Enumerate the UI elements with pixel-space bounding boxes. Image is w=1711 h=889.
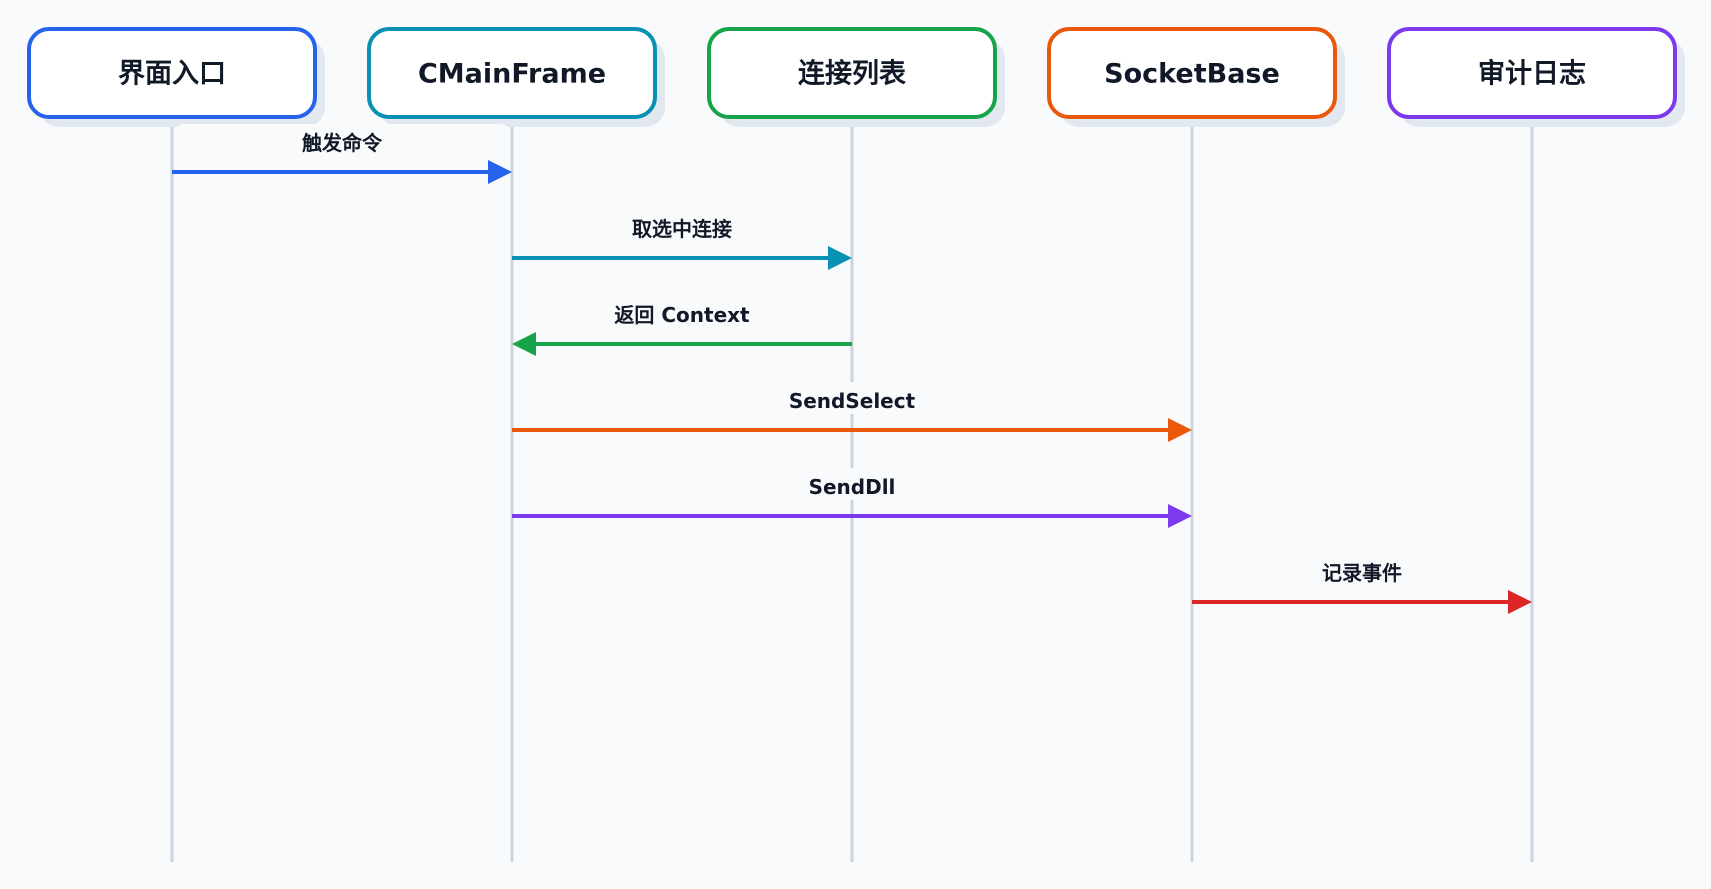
message-label: 返回 Context — [614, 303, 750, 327]
message-arrowhead — [512, 332, 536, 356]
participant-box-audit — [1387, 27, 1677, 119]
participant-box-socket — [1047, 27, 1337, 119]
message-label-background — [514, 382, 1190, 414]
message-arrowhead — [1168, 504, 1192, 528]
participant-label-mainframe: CMainFrame — [418, 59, 606, 90]
message-arrowhead — [1508, 590, 1532, 614]
participant-label-ui: 界面入口 — [118, 59, 226, 90]
message-label: SendDll — [809, 475, 896, 499]
participant-label-socket: SocketBase — [1104, 59, 1280, 90]
message-label: 触发命令 — [302, 131, 383, 155]
message-label: SendSelect — [789, 389, 916, 413]
participant-label-audit: 审计日志 — [1478, 58, 1586, 90]
message-label: 记录事件 — [1322, 561, 1402, 585]
message-arrowhead — [1168, 418, 1192, 442]
message-label-background — [1194, 554, 1530, 586]
message-label-background — [514, 210, 850, 242]
participant-box-mainframe — [367, 27, 657, 119]
message-arrowhead — [488, 160, 512, 184]
participant-box-connlist — [707, 27, 997, 119]
message-label-background — [514, 296, 850, 328]
participant-label-connlist: 连接列表 — [798, 58, 906, 90]
participants: 界面入口 CMainFrame 连接列表 SocketBase 审计日志 — [27, 27, 1685, 127]
participant-box-ui — [27, 27, 317, 119]
message-label-background — [514, 468, 1190, 500]
message-arrowhead — [828, 246, 852, 270]
message-label-background — [174, 124, 510, 156]
message-label: 取选中连接 — [632, 217, 732, 241]
